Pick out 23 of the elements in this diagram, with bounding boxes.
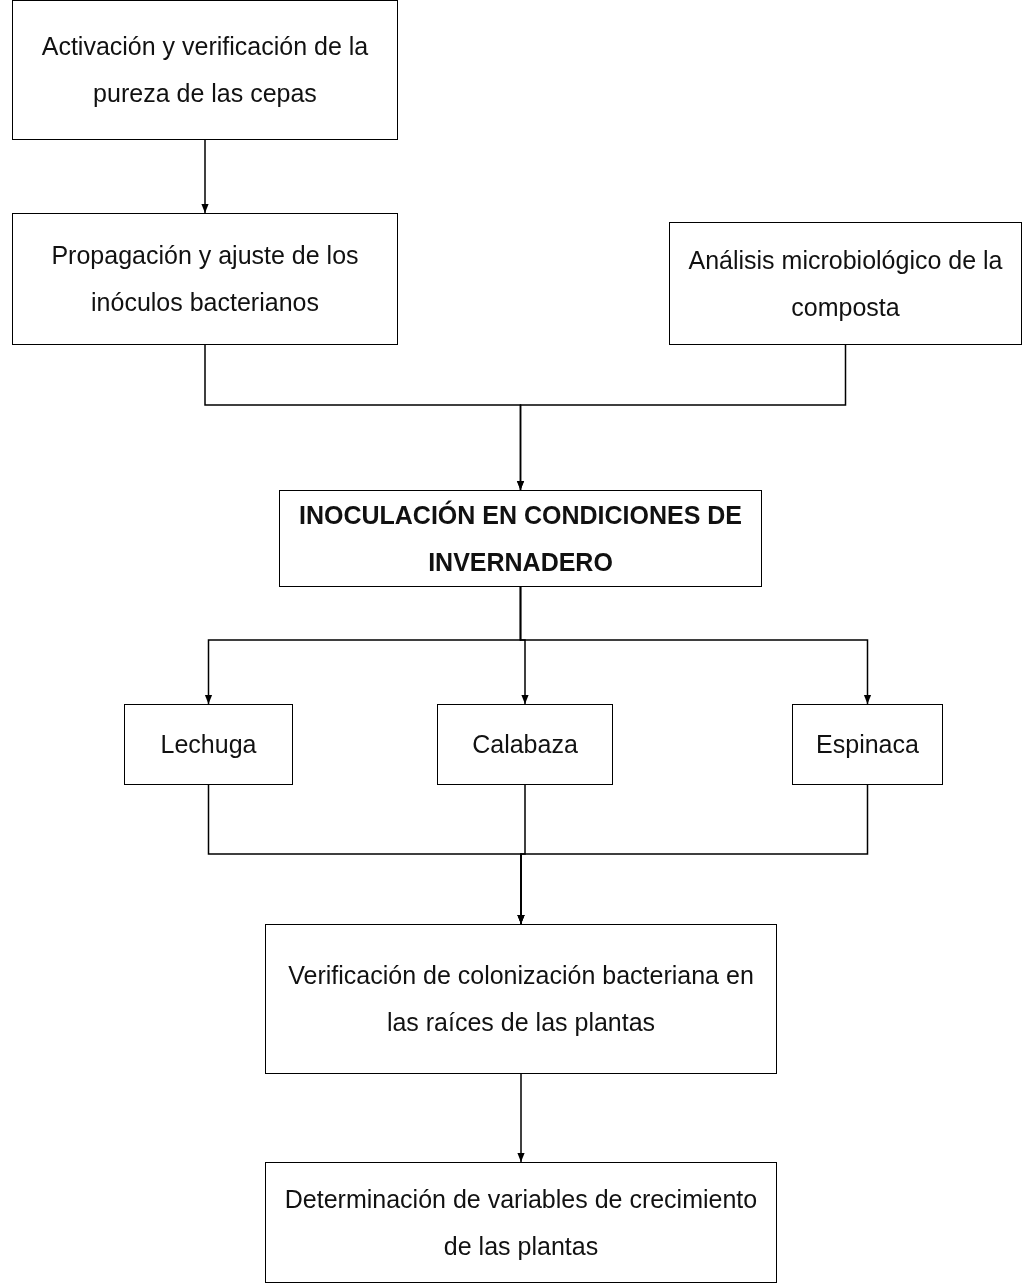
box-label: Determinación de variables de crecimiento de las plantas	[283, 1183, 759, 1262]
box-label: INOCULACIÓN EN CONDICIONES DE INVERNADERO	[297, 499, 744, 578]
connector-arrow	[517, 784, 869, 925]
connector-arrow	[519, 586, 872, 705]
connector-arrow	[516, 344, 847, 491]
box-label: Análisis microbiológico de la composta	[687, 244, 1004, 323]
process-box	[279, 490, 762, 587]
box-label: Activación y verificación de la pureza de las cepas	[40, 31, 370, 109]
box-label: Propagación y ajuste de los inóculos bacterianos	[50, 240, 360, 318]
process-box	[792, 704, 943, 785]
process-box	[265, 1162, 777, 1283]
box-label: Calabaza	[472, 729, 578, 760]
process-box	[265, 924, 777, 1074]
process-box	[12, 0, 398, 140]
connector-arrow	[517, 1073, 525, 1163]
box-label: Verificación de colonización bacteriana en las raíces de las plantas	[287, 960, 755, 1038]
process-box	[124, 704, 293, 785]
box-label: Espinaca	[816, 729, 919, 760]
process-box	[437, 704, 613, 785]
connector-arrow	[201, 139, 209, 214]
process-box	[669, 222, 1022, 345]
box-label: Lechuga	[160, 729, 257, 760]
process-box	[12, 213, 398, 345]
